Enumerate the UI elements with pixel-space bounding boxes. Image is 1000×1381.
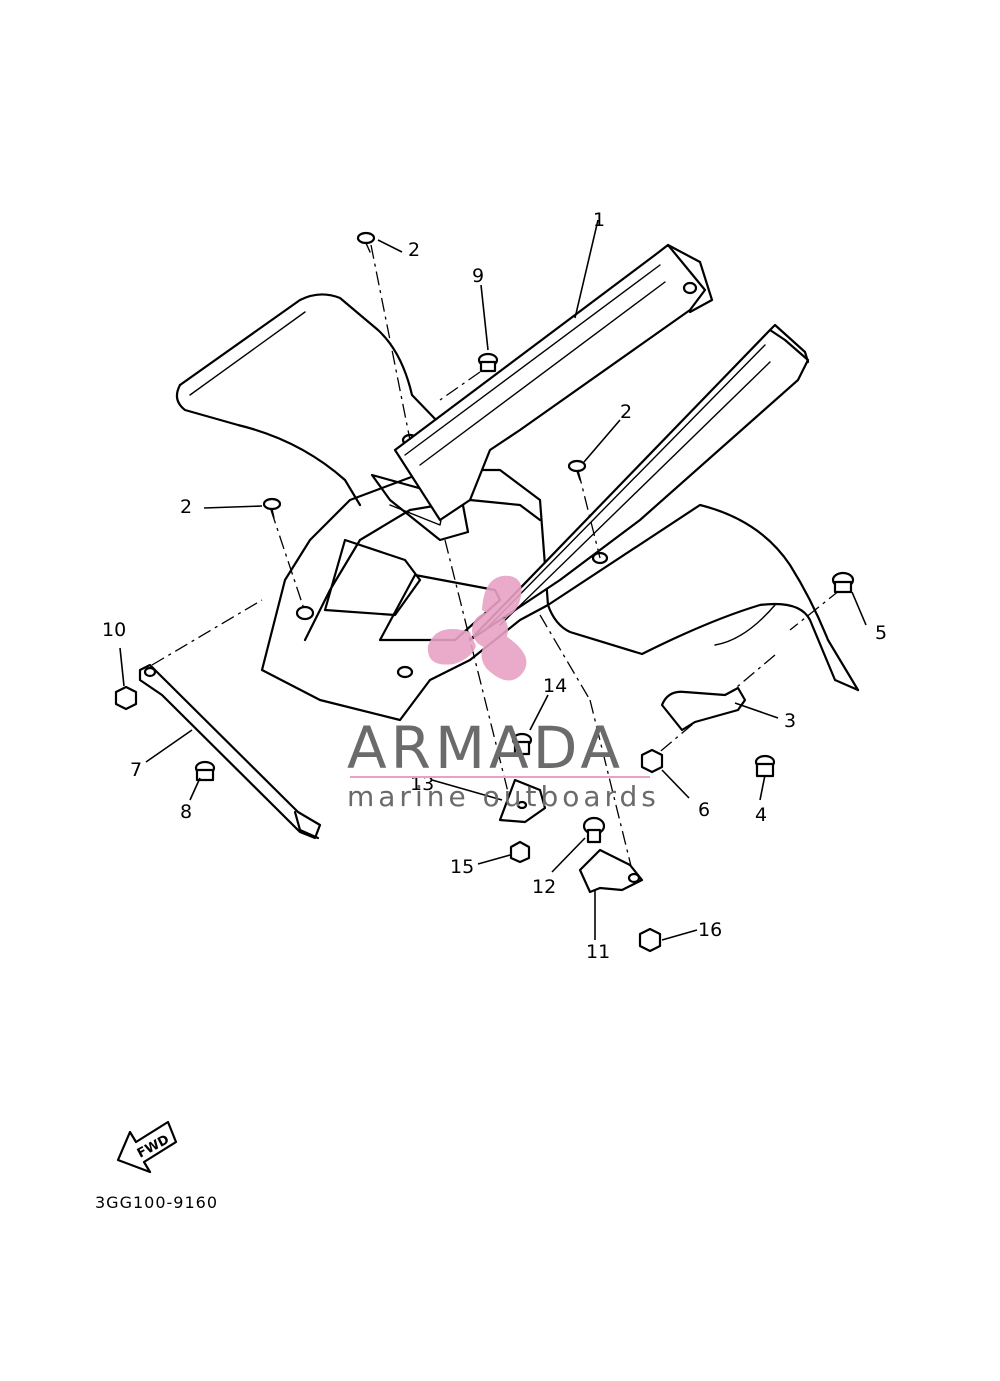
callout-2: 2 [620,401,632,423]
fasteners [114,231,855,953]
callout-2: 2 [408,239,420,261]
rear-fender [175,293,860,722]
callout-14: 14 [543,675,567,697]
bracket-stay [138,663,322,840]
callout-12: 12 [532,876,556,898]
callout-13: 13 [410,773,434,795]
callout-1: 1 [593,209,605,231]
watermark-subtitle: marine outboards [347,780,660,813]
callout-7: 7 [130,759,142,781]
watermark-title: ARMADA [347,714,624,782]
drawing-code: 3GG100-9160 [95,1193,218,1212]
callout-3: 3 [784,710,796,732]
fender-rail-right [468,323,810,642]
callout-9: 9 [472,265,484,287]
bracket-small-2 [498,778,547,824]
callout-6: 6 [698,799,710,821]
callout-10: 10 [102,619,126,641]
rubber-clip [660,686,747,732]
callout-16: 16 [698,919,722,941]
bracket-small [578,848,644,894]
propeller-logo [427,575,527,681]
leader-lines [119,219,867,941]
callout-4: 4 [755,804,767,826]
callouts: 1 2 2 2 3 4 5 6 7 8 9 10 11 12 13 14 15 … [102,209,887,963]
callout-8: 8 [180,801,192,823]
fender-rail-left [393,243,714,522]
fwd-arrow-icon: FWD [116,1120,178,1174]
watermark: ARMADA marine outboards [347,575,660,813]
callout-15: 15 [450,856,474,878]
callout-5: 5 [875,622,887,644]
callout-2: 2 [180,496,192,518]
callout-11: 11 [586,941,610,963]
